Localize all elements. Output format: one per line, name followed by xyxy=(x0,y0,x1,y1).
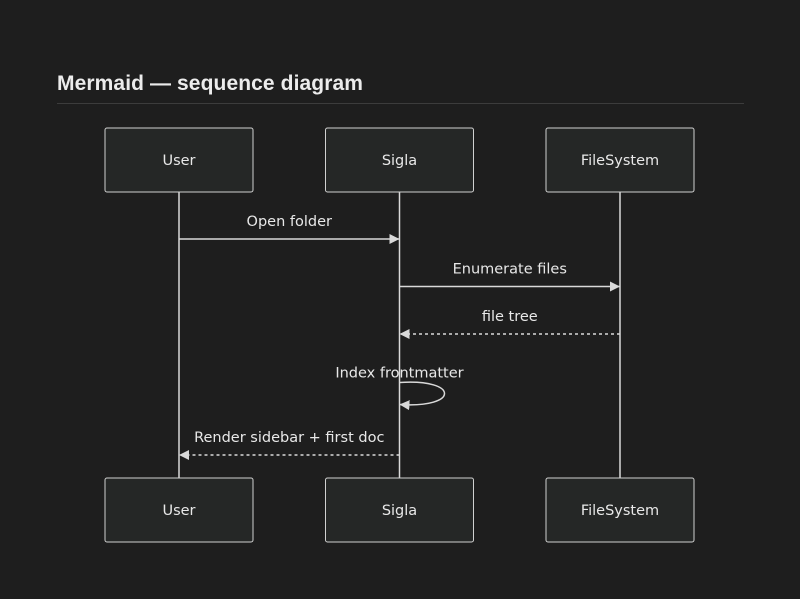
participant-label: User xyxy=(162,153,195,169)
title-divider xyxy=(57,103,744,104)
page-title: Mermaid — sequence diagram xyxy=(57,72,364,95)
message-3: file tree xyxy=(399,309,620,339)
participant-sigla-bottom: Sigla xyxy=(325,477,474,543)
participant-box xyxy=(325,477,474,543)
participant-label: FileSystem xyxy=(581,503,659,519)
participant-label: Sigla xyxy=(382,153,417,169)
message-2: Enumerate files xyxy=(399,262,620,292)
participant-fs-bottom: FileSystem xyxy=(545,477,695,543)
self-arrow xyxy=(399,381,445,411)
participant-box xyxy=(104,477,254,543)
message-label: Open folder xyxy=(247,214,332,230)
participant-user-bottom: User xyxy=(104,477,254,543)
participant-label: Sigla xyxy=(382,503,417,519)
participant-box xyxy=(545,127,695,193)
participant-fs-top: FileSystem xyxy=(545,127,695,193)
participant-sigla-top: Sigla xyxy=(325,127,474,193)
message-label: Render sidebar + first doc xyxy=(194,430,384,446)
participant-label: User xyxy=(162,503,195,519)
message-label: Enumerate files xyxy=(453,262,567,278)
message-label: Index frontmatter xyxy=(335,366,463,382)
participant-label: FileSystem xyxy=(581,153,659,169)
participant-box xyxy=(545,477,695,543)
participant-box xyxy=(325,127,474,193)
message-4: Index frontmatter xyxy=(335,366,464,411)
participant-box xyxy=(104,127,254,193)
participant-user-top: User xyxy=(104,127,254,193)
message-label: file tree xyxy=(482,309,538,325)
message-1: Open folder xyxy=(179,214,400,244)
message-5: Render sidebar + first doc xyxy=(179,430,400,460)
